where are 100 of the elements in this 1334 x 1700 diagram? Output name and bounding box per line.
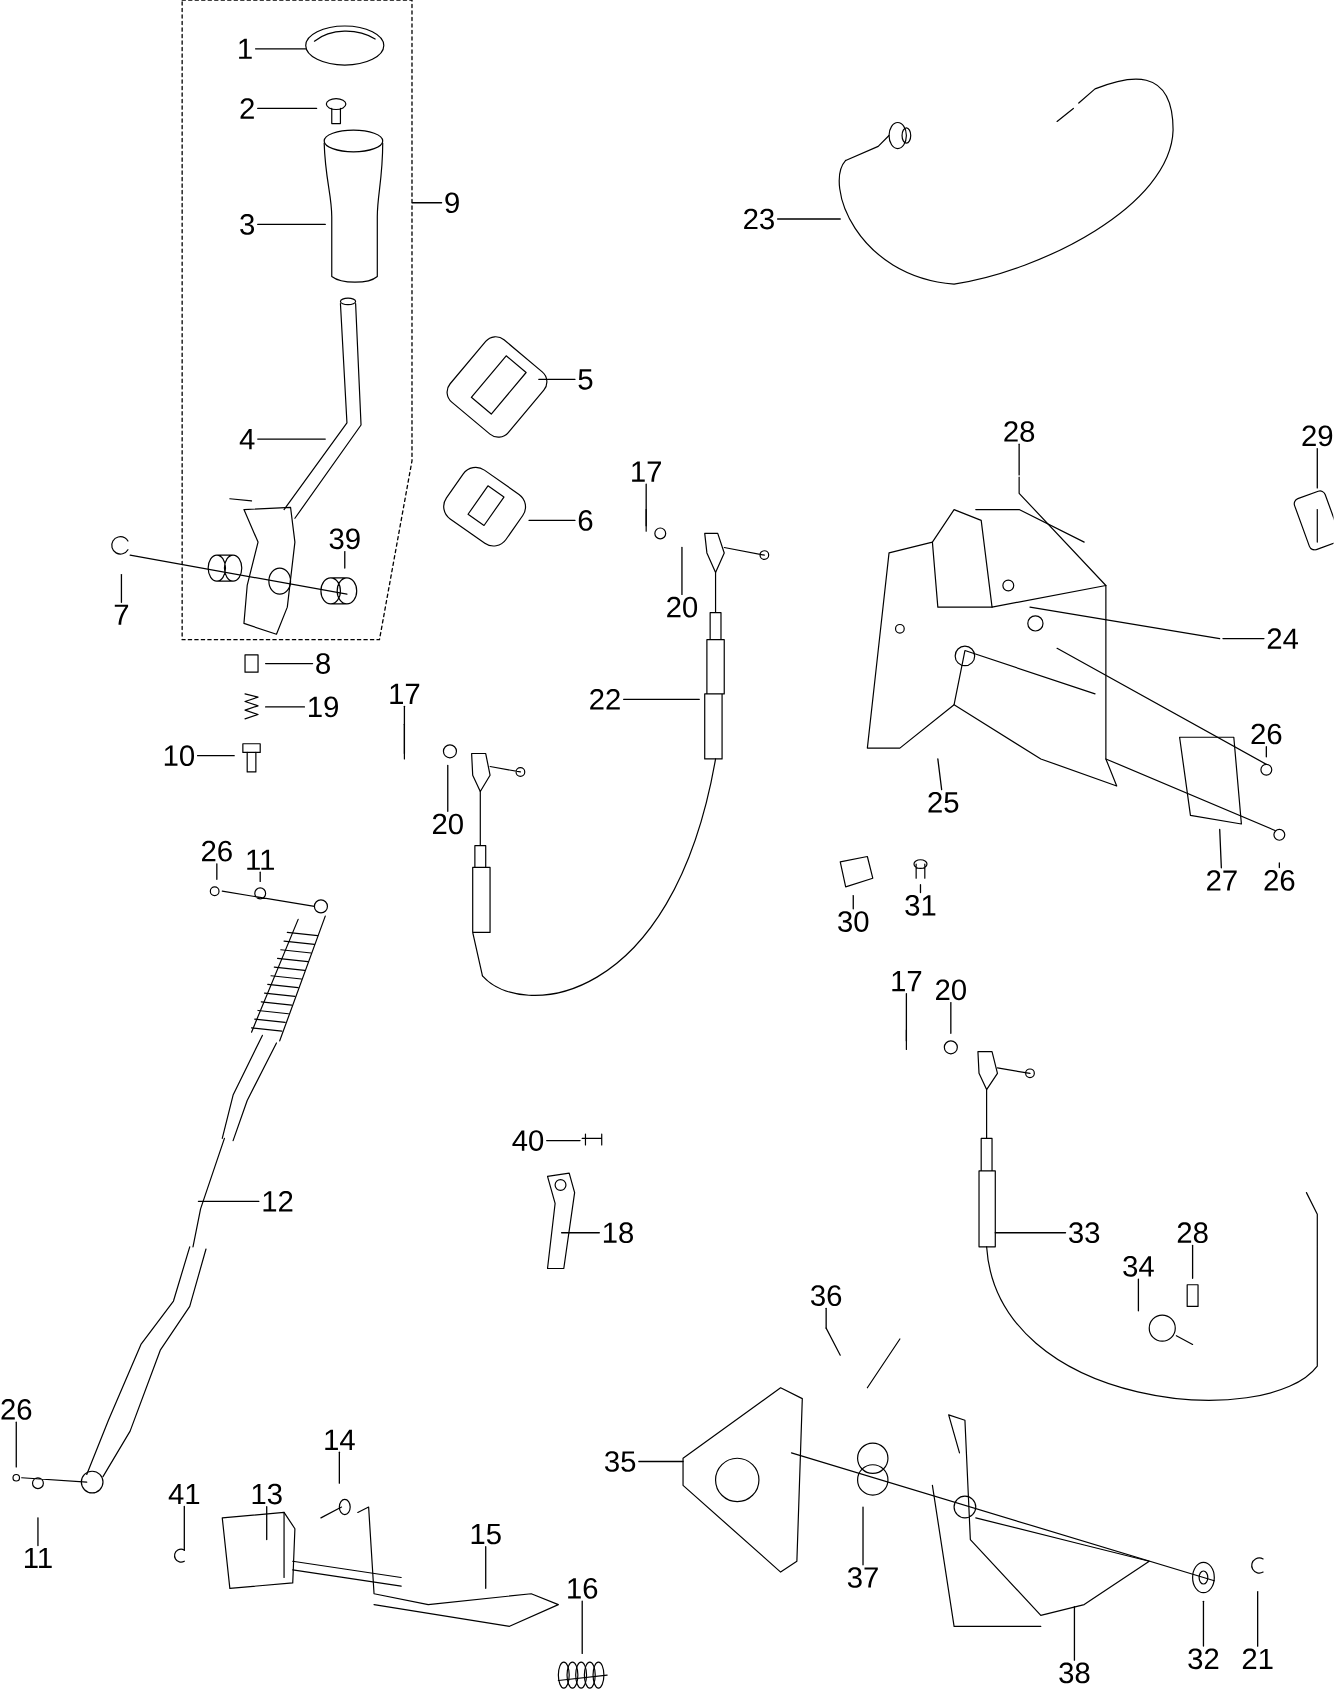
callout-number: 7 [115, 604, 129, 625]
leader-line [198, 1200, 260, 1202]
callout-number: 17 [632, 461, 662, 482]
callout-number: 27 [1207, 870, 1237, 891]
leader-line [344, 550, 346, 569]
leader-line [257, 223, 327, 226]
leader-line [1278, 862, 1281, 869]
callout-number: 20 [936, 979, 967, 1001]
leader-line [255, 48, 307, 50]
leader-line [1219, 828, 1223, 869]
callout-number: 36 [811, 1285, 842, 1306]
leader-line [1192, 1244, 1194, 1279]
callout-number: 1 [239, 38, 252, 59]
leader-line [852, 894, 855, 910]
callout-number: 9 [445, 192, 460, 214]
callout-number: 23 [744, 208, 775, 230]
leader-line [485, 1546, 487, 1589]
callout-number: 19 [309, 696, 339, 718]
callout-number: 14 [325, 1429, 355, 1450]
leader-line [257, 107, 318, 110]
leader-line [412, 202, 443, 204]
leader-line [259, 871, 262, 883]
callout-number: 3 [240, 214, 255, 235]
callout-number: 4 [239, 429, 255, 450]
callout-number: 41 [168, 1483, 200, 1505]
callout-number: 32 [1188, 1648, 1219, 1670]
callout-number: 37 [848, 1567, 879, 1588]
leader-line [15, 1421, 18, 1468]
leader-line [825, 1307, 828, 1329]
callout-number: 38 [1059, 1662, 1090, 1684]
callout-number: 24 [1268, 628, 1299, 649]
dashed-group-outline [181, 0, 413, 641]
callout-number: 11 [25, 1547, 52, 1569]
leader-line [1316, 447, 1319, 489]
callout-number: 29 [1302, 425, 1333, 447]
callout-number: 2 [240, 98, 255, 119]
callout-number: 34 [1123, 1256, 1155, 1277]
leader-line [338, 1451, 341, 1484]
leader-line [950, 1001, 952, 1034]
leader-line [528, 519, 576, 522]
leader-line [1018, 443, 1020, 476]
leader-line [546, 1139, 581, 1142]
leader-line [266, 1506, 268, 1541]
callout-number: 31 [905, 894, 936, 916]
callout-number: 39 [329, 528, 360, 550]
leader-line [681, 546, 683, 596]
callout-number: 35 [605, 1451, 636, 1472]
callout-number: 18 [604, 1222, 634, 1244]
leader-line [1203, 1600, 1205, 1647]
callout-number: 15 [471, 1523, 501, 1545]
leader-line [1222, 637, 1265, 640]
callout-number: 11 [247, 849, 275, 870]
callout-number: 26 [1251, 723, 1282, 745]
leader-line [994, 1232, 1067, 1234]
leader-line [623, 698, 701, 700]
leader-line [937, 758, 943, 791]
leader-line [197, 755, 236, 757]
callout-number: 26 [1264, 870, 1295, 891]
leader-line [121, 573, 123, 603]
leader-line [1074, 1606, 1076, 1661]
callout-number: 26 [1, 1399, 32, 1420]
callout-number: 25 [928, 791, 959, 813]
leader-line [447, 764, 449, 812]
callout-number: 17 [892, 971, 922, 992]
callout-number: 22 [590, 689, 620, 710]
leader-line [538, 378, 576, 381]
leader-line [645, 483, 648, 527]
callout-number: 12 [263, 1191, 293, 1212]
callout-number: 16 [568, 1578, 598, 1599]
leader-line [1138, 1278, 1140, 1312]
leader-line [37, 1517, 39, 1547]
leader-line [265, 706, 306, 708]
callout-number: 20 [667, 596, 698, 618]
leader-line [183, 1505, 186, 1552]
leader-line [265, 662, 314, 665]
callout-number: 30 [838, 911, 869, 932]
leader-line [905, 993, 908, 1042]
callout-number: 33 [1069, 1222, 1100, 1244]
leader-line [216, 863, 218, 880]
leader-line [561, 1232, 601, 1234]
callout-number: 6 [579, 510, 593, 531]
leader-line [777, 218, 842, 220]
leader-line [581, 1600, 584, 1655]
callout-number: 5 [578, 369, 593, 390]
callout-number: 40 [512, 1130, 544, 1151]
callout-number: 13 [252, 1483, 282, 1505]
callout-number: 21 [1243, 1648, 1273, 1670]
callout-number: 17 [390, 683, 420, 704]
callout-number: 20 [433, 813, 464, 835]
leader-line [862, 1506, 864, 1566]
leader-line [920, 884, 922, 894]
callout-number: 10 [165, 745, 195, 767]
leader-line [1265, 746, 1268, 758]
callout-number: 26 [202, 840, 233, 862]
leader-line [1257, 1590, 1259, 1647]
leader-line [404, 705, 406, 755]
callout-number: 28 [1004, 421, 1035, 442]
leader-line [257, 438, 327, 440]
leader-line [638, 1460, 684, 1463]
callout-number: 8 [316, 653, 331, 674]
